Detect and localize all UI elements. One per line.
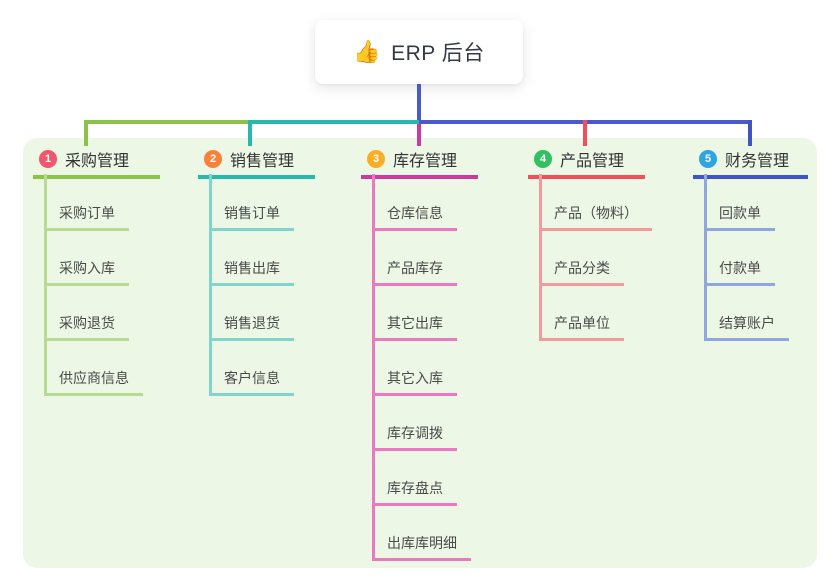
branch-node-label: 销售管理 [230,152,295,170]
branch-number-badge: 1 [39,149,57,168]
root-connector-line [417,84,421,124]
child-node[interactable]: 出库库明细 [372,533,471,561]
thumbs-up-icon: 👍 [353,39,382,64]
mindmap-panel [23,138,817,568]
branch-node-label: 库存管理 [393,152,458,170]
connector-line [84,120,250,124]
branch-connector-stub [248,120,252,146]
child-node[interactable]: 其它出库 [372,313,457,341]
child-node[interactable]: 产品单位 [539,313,624,341]
child-node[interactable]: 付款单 [704,258,775,286]
branch-trunk-line [704,174,707,341]
branch-node[interactable]: 3 库存管理 [361,146,478,179]
branch-node[interactable]: 2 销售管理 [198,146,315,179]
child-node[interactable]: 销售订单 [209,203,294,231]
connector-line [250,120,419,124]
branch-node[interactable]: 5 财务管理 [693,146,808,179]
branch-connector-stub [583,120,587,146]
root-node[interactable]: 👍 ERP 后台 [315,20,523,84]
branch-connector-stub [748,120,752,146]
branch-connector-stub [84,120,88,146]
branch-node-label: 财务管理 [725,152,790,170]
branch-node[interactable]: 1 采购管理 [33,146,160,179]
child-node[interactable]: 结算账户 [704,313,789,341]
branch-number-badge: 4 [534,149,552,168]
branch-node[interactable]: 4 产品管理 [528,146,645,179]
child-node[interactable]: 采购退货 [44,313,129,341]
root-node-label: ERP 后台 [391,42,485,65]
child-node[interactable]: 仓库信息 [372,203,457,231]
branch-number-badge: 2 [204,149,222,168]
child-node[interactable]: 回款单 [704,203,775,231]
branch-number-badge: 5 [699,149,717,168]
child-node[interactable]: 采购订单 [44,203,129,231]
branch-node-label: 采购管理 [65,152,130,170]
child-node[interactable]: 销售退货 [209,313,294,341]
child-node[interactable]: 产品（物料） [539,203,652,231]
child-node[interactable]: 客户信息 [209,368,294,396]
branch-connector-stub [417,124,421,146]
branch-number-badge: 3 [367,149,385,168]
child-node[interactable]: 其它入库 [372,368,457,396]
child-node[interactable]: 供应商信息 [44,368,143,396]
child-node[interactable]: 产品库存 [372,258,457,286]
child-node[interactable]: 库存盘点 [372,478,457,506]
branch-node-label: 产品管理 [560,152,625,170]
branch-trunk-line [539,174,542,341]
child-node[interactable]: 产品分类 [539,258,624,286]
branch-trunk-line [372,174,375,561]
child-node[interactable]: 库存调拨 [372,423,457,451]
child-node[interactable]: 销售出库 [209,258,294,286]
child-node[interactable]: 采购入库 [44,258,129,286]
